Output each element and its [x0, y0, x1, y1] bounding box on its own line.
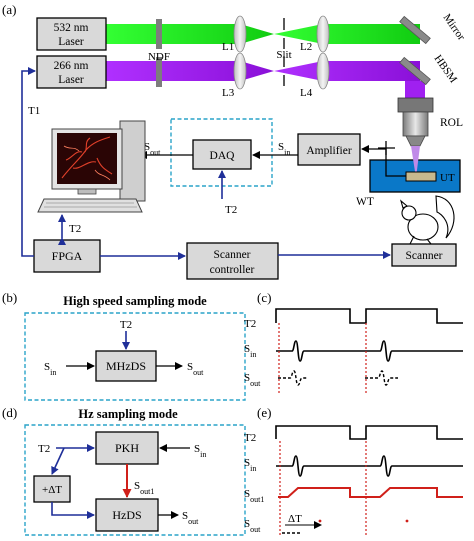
hzds-box: [95, 498, 159, 532]
squirrel-icon: [399, 195, 455, 245]
b-sin-label: Sin: [44, 361, 56, 377]
laser-266-box: [36, 55, 107, 89]
e-sample-dot-2: [405, 519, 409, 523]
ut-to-amplifier-line: [361, 145, 406, 177]
e-delta-label: ΔT: [288, 513, 302, 525]
laser-532-box: [36, 17, 107, 51]
fpga-t2-label: T2: [69, 223, 81, 235]
mhzds-label: MHzDS: [106, 359, 146, 373]
scanner-controller-box: [186, 242, 279, 280]
ndf-filter-bottom: [156, 57, 162, 87]
l2-label: L2: [300, 41, 312, 53]
d-delta-to-hzds: [51, 502, 95, 519]
pkh-label: PKH: [115, 441, 139, 455]
hzds-label: HzDS: [112, 508, 141, 522]
fpga-box: [33, 239, 101, 273]
green-beam: [106, 24, 420, 44]
e-row-sout1: Sout1: [244, 488, 264, 504]
c-t2-wave: [275, 308, 463, 324]
ut-label: UT: [440, 172, 455, 184]
pkh-box: [95, 431, 159, 465]
l3-label: L3: [222, 87, 235, 99]
l1-label: L1: [222, 41, 234, 53]
t1-label: T1: [28, 105, 40, 117]
e-row-t2: T2: [244, 432, 256, 444]
rol-top: [397, 97, 434, 113]
vertical-purple-beam: [405, 81, 425, 98]
fpga-label: FPGA: [52, 249, 83, 263]
amplifier-box: [297, 133, 361, 166]
e-row-sout: Sout: [244, 518, 261, 534]
c-sin-wave: [276, 340, 463, 362]
d-t2-to-delta: [51, 447, 65, 475]
lens-l4: [316, 52, 330, 90]
d-t2-label: T2: [38, 443, 50, 455]
e-sin-wave: [276, 455, 463, 477]
daq-label: DAQ: [210, 150, 236, 162]
laser-532-label-2: Laser: [58, 36, 84, 48]
mhzds-box: [95, 350, 157, 382]
purple-beam: [106, 61, 420, 81]
delta-label: +ΔT: [42, 484, 62, 496]
d-sin-label: Sin: [194, 443, 206, 459]
d-sout1-label: Sout1: [134, 480, 154, 496]
laser-532-label-1: 532 nm: [54, 22, 89, 34]
ut-transducer: [405, 171, 437, 182]
e-sout1-wave: [278, 487, 463, 498]
scanner-controller-label-2: controller: [210, 264, 255, 276]
panel-e-label: (e): [257, 405, 271, 420]
amplifier-label: Amplifier: [306, 145, 352, 157]
computer-icon: [37, 120, 146, 213]
b-title: High speed sampling mode: [63, 294, 207, 308]
e-sample-dot-1: [318, 519, 322, 523]
l4-label: L4: [300, 87, 313, 99]
daq-t2-label: T2: [225, 204, 237, 216]
c-sout-wave: [278, 370, 398, 386]
panel-c-label: (c): [257, 290, 271, 305]
t1-trigger-line: [21, 67, 36, 257]
daq-box: [192, 139, 252, 170]
mirror: [399, 15, 431, 45]
b-t2-label: T2: [120, 319, 132, 331]
daq-sout-label: Sout: [144, 141, 161, 157]
hbsm-label: HBSM: [432, 53, 460, 86]
d-dashed-box: [24, 424, 246, 536]
e-t2-wave: [275, 425, 463, 440]
focused-beam: [411, 146, 420, 178]
c-row-sout: Sout: [244, 372, 261, 388]
rol-tip: [405, 135, 426, 147]
ndf-filter-top: [156, 19, 162, 49]
e-row-sin: Sin: [244, 457, 256, 473]
lens-l1: [233, 15, 247, 53]
lens-l3: [233, 52, 247, 90]
b-sout-label: Sout: [187, 361, 204, 377]
hbsm: [399, 56, 431, 86]
d-title: Hz sampling mode: [78, 407, 178, 421]
daq-sin-label: Sin: [278, 141, 290, 157]
scanner-box: [391, 243, 457, 267]
wt-label: WT: [356, 196, 374, 208]
scanner-label: Scanner: [405, 250, 442, 262]
c-row-t2: T2: [244, 318, 256, 330]
mirror-label: Mirror: [441, 12, 468, 43]
delta-box: [33, 475, 71, 503]
slit-label: Slit: [276, 49, 291, 61]
d-sout-label: Sout: [182, 510, 199, 526]
panel-a-label: (a): [2, 2, 16, 17]
rol-label: ROL: [440, 117, 463, 129]
laser-266-label-2: Laser: [58, 74, 84, 86]
scanner-controller-label-1: Scanner: [213, 249, 250, 261]
panel-d-label: (d): [2, 405, 17, 420]
panel-b-label: (b): [2, 290, 17, 305]
c-row-sin: Sin: [244, 343, 256, 359]
laser-266-label-1: 266 nm: [54, 60, 89, 72]
ndf-label: NDF: [148, 51, 170, 63]
rol-body: [402, 111, 429, 137]
b-dashed-box: [24, 312, 246, 401]
lens-l2: [316, 15, 330, 53]
